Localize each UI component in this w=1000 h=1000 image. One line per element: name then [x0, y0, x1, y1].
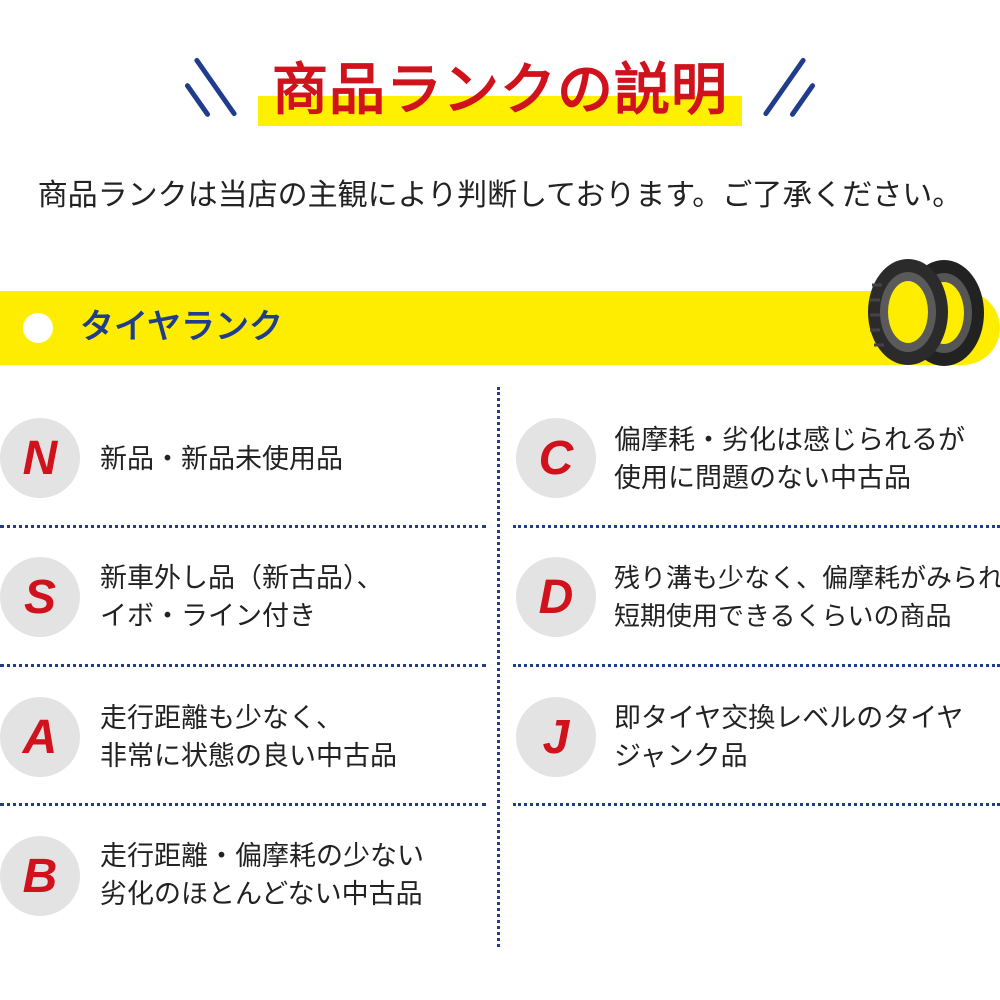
description-line: 即タイヤ交換レベルのタイヤ — [614, 703, 964, 734]
bullet-dot — [23, 313, 53, 343]
rank-description-d: 残り溝も少なく、偏摩耗がみられ 短期使用できるくらいの商品 — [614, 560, 1000, 636]
right-slash-decoration — [788, 82, 817, 118]
row-divider — [513, 803, 1000, 806]
tire-icon — [868, 259, 984, 366]
right-slash-decoration — [762, 56, 807, 118]
rank-description-a: 走行距離も少なく、 非常に状態の良い中古品 — [100, 700, 397, 776]
row-divider — [0, 664, 486, 667]
rank-description-s: 新車外し品（新古品）、 イボ・ライン付き — [100, 560, 384, 636]
description-line: 新車外し品（新古品）、 — [100, 563, 384, 594]
description-line: 短期使用できるくらいの商品 — [614, 602, 952, 632]
subtitle: 商品ランクは当店の主観により判断しております。ご了承ください。 — [37, 178, 963, 213]
page-title: 商品ランクの説明 — [272, 58, 728, 123]
column-divider — [497, 387, 500, 947]
rank-description-n: 新品・新品未使用品 — [100, 441, 343, 479]
section-title: タイヤランク — [80, 307, 283, 347]
left-slash-decoration — [183, 82, 212, 118]
description-line: 偏摩耗・劣化は感じられるが — [614, 425, 965, 456]
row-divider — [513, 525, 1000, 528]
rank-badge-c: C — [516, 418, 596, 498]
description-line: 非常に状態の良い中古品 — [100, 741, 397, 772]
rank-badge-a: A — [0, 697, 80, 777]
rank-description-j: 即タイヤ交換レベルのタイヤ ジャンク品 — [614, 700, 963, 776]
rank-badge-j: J — [516, 697, 596, 777]
description-line: 新品・新品未使用品 — [100, 444, 343, 475]
description-line: ジャンク品 — [614, 741, 748, 772]
rank-badge-d: D — [516, 557, 596, 637]
row-divider — [513, 664, 1000, 667]
rank-badge-s: S — [0, 557, 80, 637]
rank-description-b: 走行距離・偏摩耗の少ない 劣化のほとんどない中古品 — [100, 838, 424, 914]
row-divider — [0, 525, 486, 528]
description-line: 劣化のほとんどない中古品 — [100, 879, 423, 910]
description-line: 走行距離も少なく、 — [100, 703, 343, 734]
description-line: 残り溝も少なく、偏摩耗がみられ — [614, 564, 1000, 594]
description-line: イボ・ライン付き — [100, 601, 316, 632]
rank-description-c: 偏摩耗・劣化は感じられるが 使用に問題のない中古品 — [614, 422, 965, 498]
rank-badge-n: N — [0, 418, 80, 498]
row-divider — [0, 803, 486, 806]
description-line: 走行距離・偏摩耗の少ない — [100, 841, 424, 872]
section-banner — [0, 291, 1000, 365]
title-highlight — [258, 96, 742, 126]
rank-badge-b: B — [0, 836, 80, 916]
description-line: 使用に問題のない中古品 — [614, 463, 911, 494]
